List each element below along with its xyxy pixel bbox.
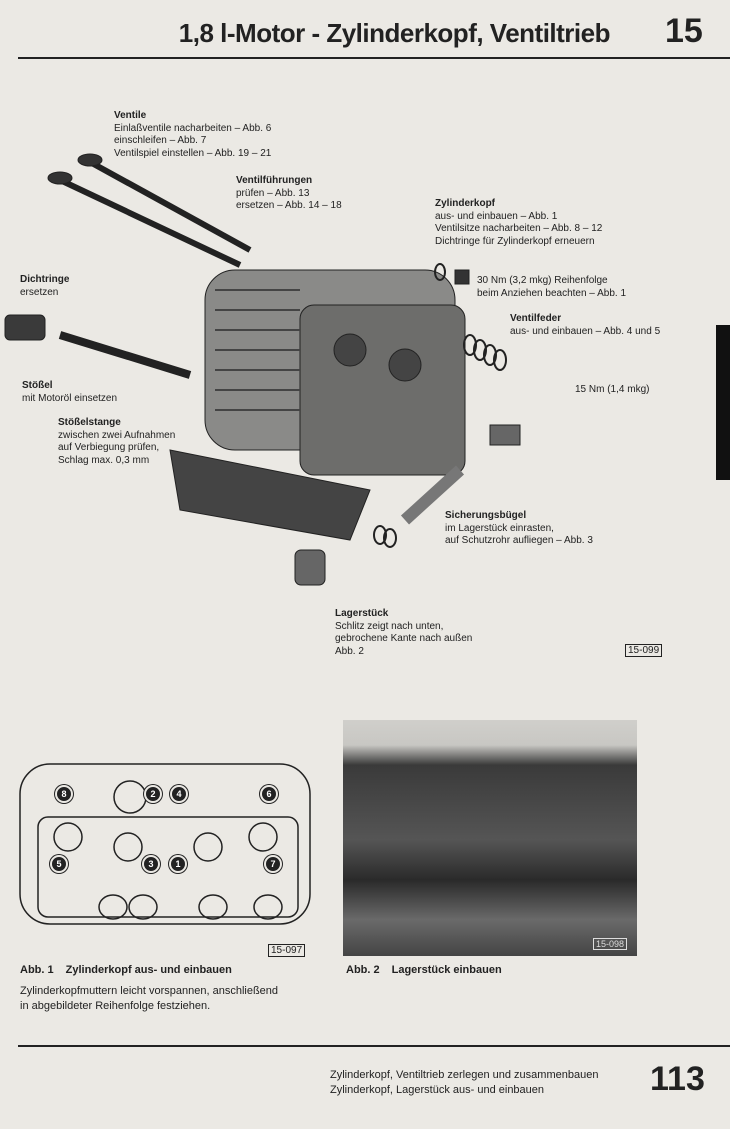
bolt-8: 8 xyxy=(55,785,73,803)
abb1-text: Zylinderkopfmuttern leicht vorspannen, a… xyxy=(20,985,279,1012)
lagerstueck-photo xyxy=(343,720,637,956)
bolt-1: 1 xyxy=(169,855,187,873)
chapter-number: 15 xyxy=(665,12,703,50)
footer-rule xyxy=(18,1045,730,1047)
footer-topics: Zylinderkopf, Ventiltrieb zerlegen und z… xyxy=(330,1069,599,1096)
page-title: 1,8 l-Motor - Zylinderkopf, Ventiltrieb xyxy=(178,18,611,48)
figure-id-main: 15-099 xyxy=(625,644,663,657)
bolt-6: 6 xyxy=(260,785,278,803)
bolt-sequence-diagram xyxy=(19,763,311,925)
bolt-7: 7 xyxy=(264,855,282,873)
label-torque-15: 15 Nm (1,4 mkg) xyxy=(575,384,650,395)
bolt-4: 4 xyxy=(170,785,188,803)
header-rule xyxy=(18,57,730,59)
figure-id-abb2: 15-098 xyxy=(593,938,628,950)
bolt-3: 3 xyxy=(142,855,160,873)
page-number: 113 xyxy=(650,1060,705,1098)
bolt-5: 5 xyxy=(50,855,68,873)
chapter-tab-marker xyxy=(716,325,730,480)
exploded-view-illustration xyxy=(4,153,521,586)
bolt-2: 2 xyxy=(144,785,162,803)
figure-id-abb1: 15-097 xyxy=(268,944,306,957)
